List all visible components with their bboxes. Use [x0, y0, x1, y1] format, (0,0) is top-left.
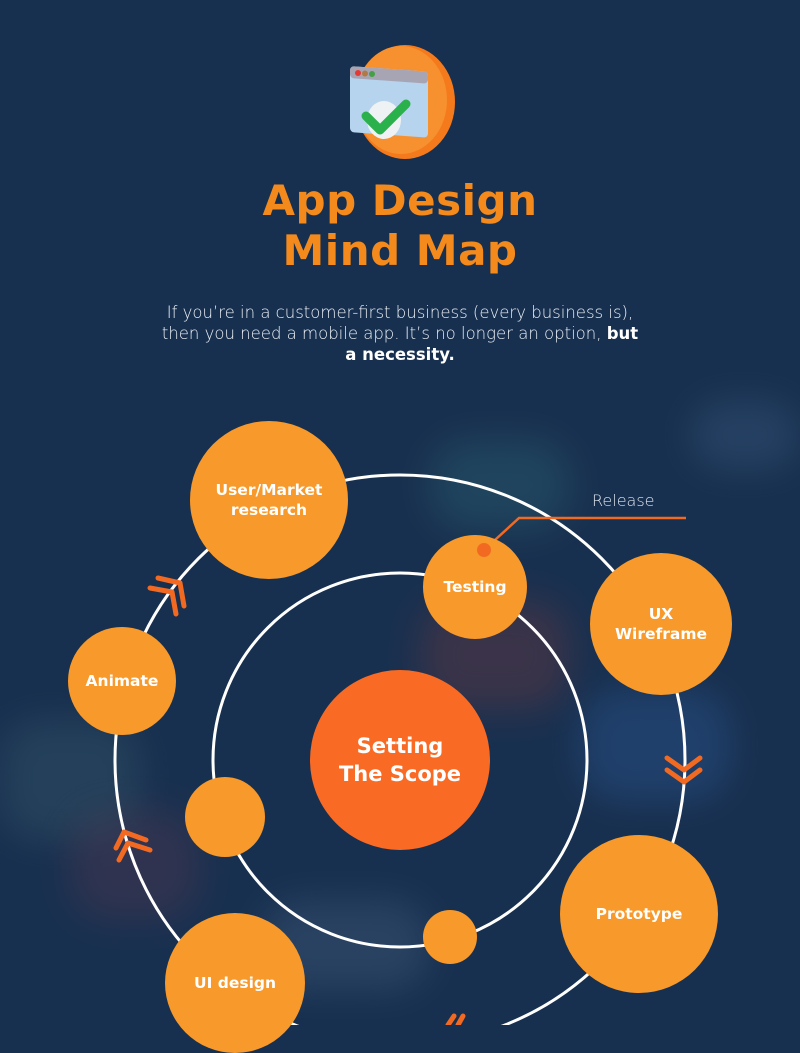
node-prototype[interactable]: Prototype	[560, 835, 718, 993]
node-inner-dot-left[interactable]	[185, 777, 265, 857]
release-callout-dot	[477, 543, 491, 557]
node-user-market-research[interactable]: User/Market research	[190, 421, 348, 579]
center-label-line-2: The Scope	[338, 762, 462, 786]
node-label: Wireframe	[614, 625, 708, 643]
app-window-checkmark-icon	[350, 45, 455, 159]
title-line-2: Mind Map	[282, 226, 518, 275]
node-ux-wireframe[interactable]: UX Wireframe	[590, 553, 732, 695]
node-label: UI design	[193, 974, 277, 992]
title-line-1: App Design	[262, 176, 538, 225]
node-label: Animate	[85, 672, 159, 690]
node-label: research	[230, 501, 308, 519]
inner-ring	[211, 571, 589, 949]
background-blur-shape	[690, 400, 800, 470]
chevron-arrow-right-down	[664, 755, 703, 785]
release-callout-line	[483, 516, 686, 551]
center-label-line-1: Setting	[356, 734, 444, 758]
subtitle-text: If you’re in a customer-first business (…	[161, 303, 634, 343]
node-label: Prototype	[595, 905, 683, 923]
release-label: Release	[592, 491, 655, 510]
node-inner-dot-bottom[interactable]	[423, 910, 477, 964]
subtitle-emphasis: but a necessity.	[345, 324, 639, 364]
node-ui-design[interactable]: UI design	[165, 913, 305, 1053]
node-label: UX	[648, 605, 674, 623]
subtitle: If you’re in a customer-first business (…	[160, 302, 640, 365]
node-animate[interactable]: Animate	[68, 627, 176, 735]
node-testing[interactable]: Testing	[423, 535, 527, 639]
node-label: Testing	[443, 578, 507, 596]
chevron-arrow-left-up	[113, 829, 153, 863]
chevron-arrow-bottom	[445, 1013, 466, 1025]
background-blur-shape	[580, 690, 730, 800]
page-title: App Design Mind Map	[0, 176, 800, 276]
chevron-arrow-upper-left	[147, 575, 187, 617]
outer-ring	[113, 473, 687, 1025]
orbit-diagram	[113, 473, 703, 1025]
node-label: User/Market	[215, 481, 323, 499]
